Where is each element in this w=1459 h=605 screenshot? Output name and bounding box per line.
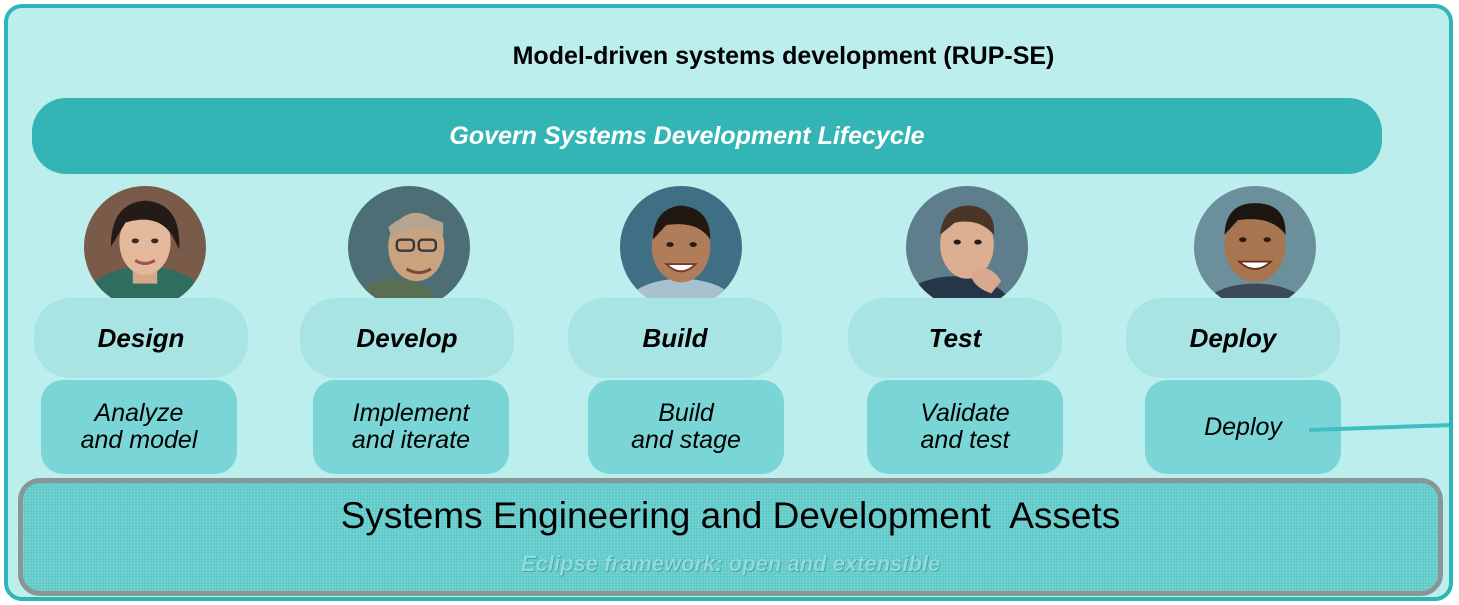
assets-subtitle: Eclipse framework: open and extensible — [520, 551, 941, 576]
deployer-avatar-icon — [1194, 186, 1316, 308]
phase-design: Design — [34, 298, 248, 378]
diagram-title: Model-driven systems development (RUP-SE… — [512, 42, 1055, 70]
task-deploy: Deploy — [1145, 380, 1341, 474]
assets-title: Systems Engineering and Development Asse… — [340, 495, 1121, 536]
govern-lifecycle-label: Govern Systems Development Lifecycle — [449, 121, 925, 150]
task-analyze-model: Analyze and model — [41, 380, 237, 474]
phase-develop: Develop — [300, 298, 514, 378]
phase-deploy: Deploy — [1126, 298, 1340, 378]
task-implement-iterate: Implement and iterate — [313, 380, 509, 474]
designer-avatar-icon — [84, 186, 206, 308]
phase-test: Test — [848, 298, 1062, 378]
builder-avatar-icon — [620, 186, 742, 308]
task-build-stage: Build and stage — [588, 380, 784, 474]
phase-build: Build — [568, 298, 782, 378]
task-validate-test: Validate and test — [867, 380, 1063, 474]
developer-avatar-icon — [348, 186, 470, 308]
govern-lifecycle-bar: Govern Systems Development Lifecycle — [32, 98, 1382, 174]
tester-avatar-icon — [906, 186, 1028, 308]
assets-panel: Systems Engineering and Development Asse… — [18, 478, 1443, 596]
diagram-frame: Model-driven systems development (RUP-SE… — [4, 4, 1453, 601]
